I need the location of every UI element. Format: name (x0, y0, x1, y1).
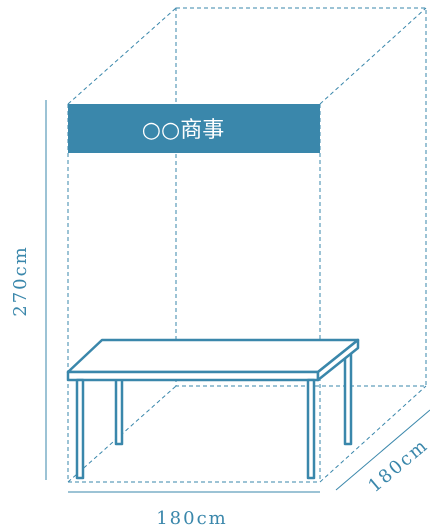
width-dimension-label: 180cm (156, 508, 228, 529)
table-front-edge (66, 370, 320, 382)
fascia-sign-text: ○○商事 (142, 118, 224, 143)
table-top (66, 338, 360, 374)
table-side-edge (316, 338, 360, 382)
depth-dimension-line (335, 409, 430, 491)
booth-front-frame (67, 104, 321, 483)
height-dimension-label: 270cm (10, 245, 31, 317)
table-leg-front-right (306, 378, 316, 480)
table (66, 338, 360, 480)
fascia-sign-board (68, 104, 320, 153)
table-leg-back-right (343, 344, 353, 446)
table-leg-front-left (75, 378, 85, 480)
booth-back-frame (175, 7, 427, 387)
depth-dimension-label: 180cm (364, 435, 430, 497)
table-leg-back-left (114, 374, 124, 446)
